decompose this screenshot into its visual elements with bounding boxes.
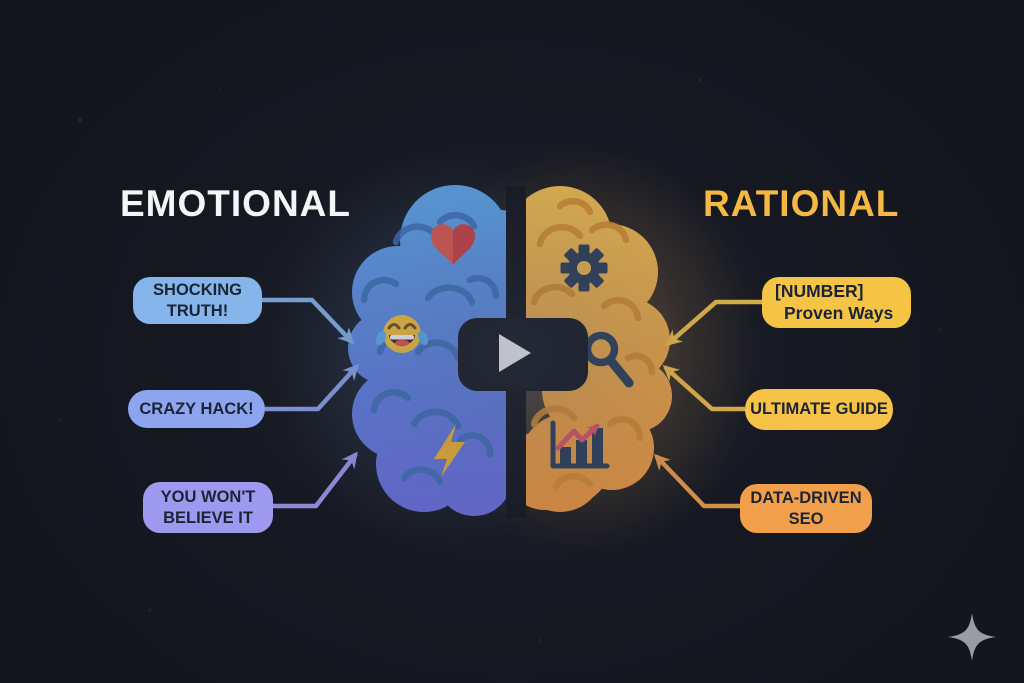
callout-line: TRUTH!: [166, 301, 229, 320]
callout-line: SHOCKING: [153, 281, 242, 300]
play-icon: [499, 334, 531, 372]
background-speckles: [58, 78, 981, 642]
arrow-shocking-truth: [262, 297, 355, 345]
callout-line: Proven Ways: [784, 302, 894, 323]
arrow-you-wont-believe-it: [273, 451, 358, 509]
arrow-ultimate-guide: [662, 365, 745, 412]
callout-shocking-truth: SHOCKING TRUTH!: [133, 277, 262, 324]
play-button[interactable]: [458, 318, 588, 391]
arrow-number-proven-ways: [665, 299, 762, 346]
callout-ultimate-guide: ULTIMATE GUIDE: [745, 389, 893, 430]
callout-number-proven-ways: [NUMBER] Proven Ways: [762, 277, 911, 328]
rational-title: RATIONAL: [703, 183, 900, 224]
callout-you-wont-believe-it: YOU WON'T BELIEVE IT: [143, 482, 273, 533]
callout-line: [NUMBER]: [775, 281, 864, 302]
emotional-title: EMOTIONAL: [120, 183, 351, 224]
callout-data-driven-seo: DATA-DRIVEN SEO: [740, 484, 872, 533]
callout-line: SEO: [788, 509, 824, 528]
callout-line: DATA-DRIVEN: [750, 489, 862, 508]
laughing-tears-emoji-icon: [375, 315, 429, 353]
lightning-bolt-icon: [434, 424, 465, 477]
arrow-data-driven-seo: [653, 453, 740, 509]
arrow-crazy-hack: [265, 363, 360, 412]
callout-crazy-hack: CRAZY HACK!: [128, 390, 265, 428]
callout-line: CRAZY HACK!: [139, 399, 254, 418]
sparkle-icon: [948, 613, 996, 661]
callout-line: ULTIMATE GUIDE: [750, 400, 888, 419]
brain-right-folds: [530, 197, 656, 490]
brain-left-folds: [360, 211, 500, 486]
gear-icon: [560, 244, 608, 292]
callout-line: YOU WON'T: [160, 488, 256, 507]
growth-chart-icon: [550, 420, 610, 469]
callout-line: BELIEVE IT: [163, 508, 253, 527]
heart-icon: [430, 224, 476, 265]
